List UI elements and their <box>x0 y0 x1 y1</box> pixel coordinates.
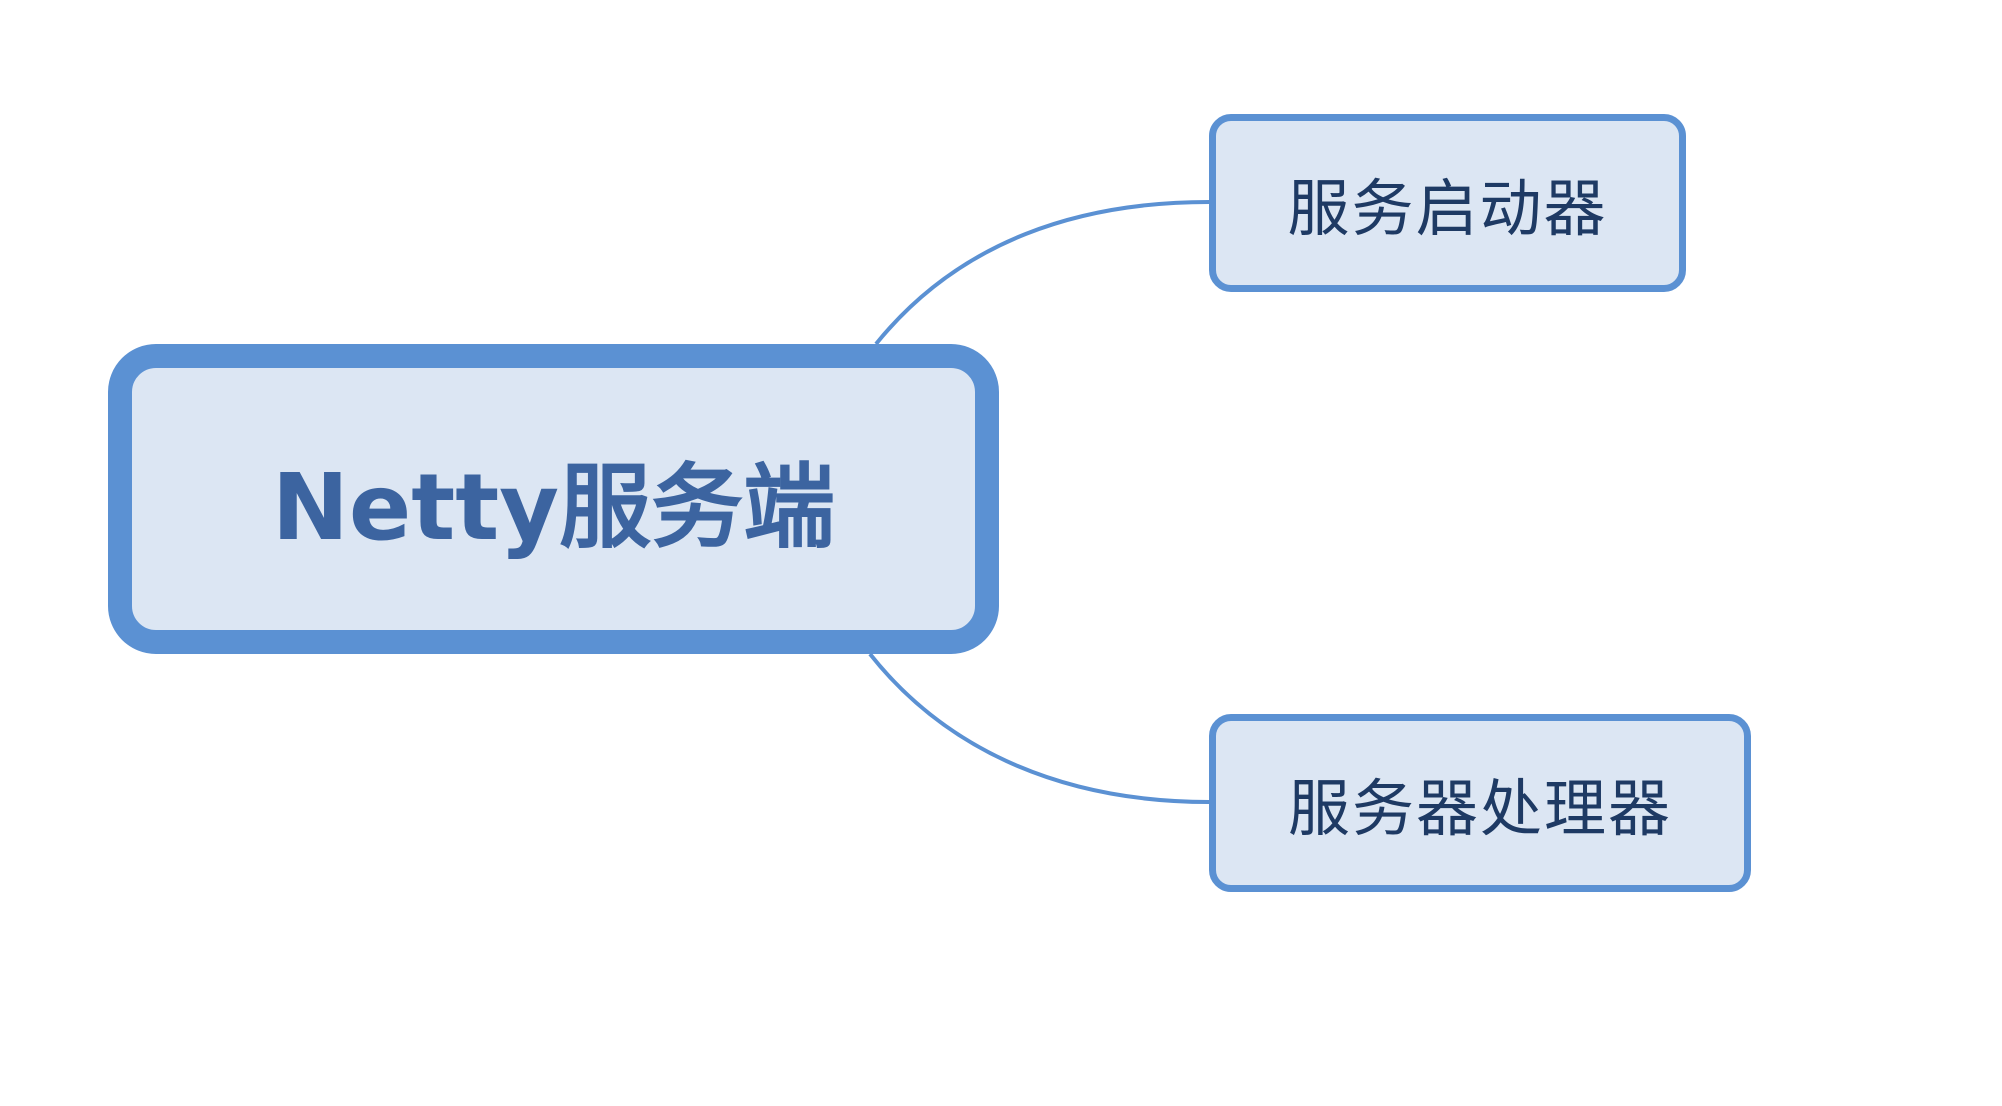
connector-to-service-starter <box>874 200 1210 346</box>
connector-to-server-handler <box>868 652 1210 804</box>
root-node-netty-server[interactable]: Netty服务端 <box>108 344 999 654</box>
child-node-label: 服务器处理器 <box>1287 772 1672 845</box>
child-node-label: 服务启动器 <box>1287 172 1608 245</box>
root-node-label: Netty服务端 <box>271 453 836 561</box>
child-node-service-starter[interactable]: 服务启动器 <box>1209 114 1686 292</box>
child-node-server-handler[interactable]: 服务器处理器 <box>1209 714 1751 892</box>
